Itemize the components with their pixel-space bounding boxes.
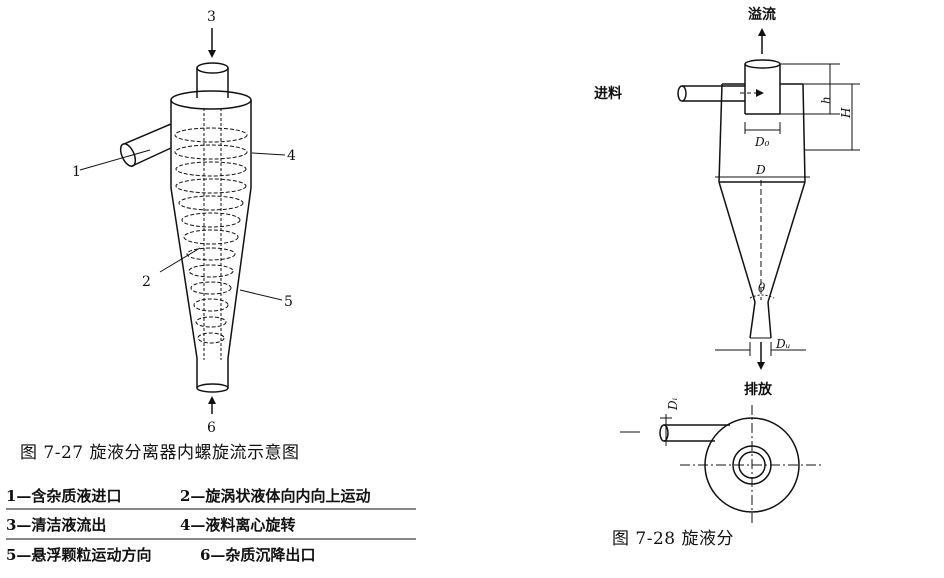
cylinder <box>718 83 806 183</box>
overflow-pipe <box>196 62 229 98</box>
feed-pipe <box>677 85 764 102</box>
plan-feed-pipe <box>659 424 730 442</box>
legend-item-5: 5—悬浮颗粒运动方向 <box>6 546 152 564</box>
legend-rules <box>6 508 416 540</box>
dim-du: Dᵤ <box>775 337 791 351</box>
label-4: 4 <box>287 148 296 164</box>
leader-1 <box>79 149 151 171</box>
figure-7-27-drawing <box>79 28 286 414</box>
leader-2 <box>159 247 201 273</box>
inlet-pipe <box>119 123 172 167</box>
dim-h-big: H <box>839 107 853 119</box>
dim-d: D <box>755 163 766 177</box>
dim-di: Dᵢ <box>666 397 680 411</box>
vortex-finder <box>744 59 781 115</box>
spiral-flow <box>174 127 248 344</box>
dim-theta: θ <box>758 281 766 295</box>
legend-item-6: 6—杂质沉降出口 <box>200 546 316 564</box>
figure-7-28-plan <box>620 405 822 525</box>
legend-item-4: 4—液料离心旋转 <box>180 516 296 534</box>
label-6: 6 <box>207 420 216 436</box>
leader-5 <box>239 289 283 301</box>
feed-label: 进料 <box>594 85 622 102</box>
dim-h-small: h <box>819 96 833 104</box>
dimension-lines <box>715 63 860 356</box>
cone <box>718 181 806 339</box>
leader-4 <box>251 152 286 156</box>
legend-item-3: 3—清洁液流出 <box>6 516 107 534</box>
label-5: 5 <box>284 294 293 310</box>
figure-7-28-elevation <box>677 28 860 370</box>
label-1: 1 <box>72 164 81 180</box>
dim-d0: D₀ <box>754 135 770 149</box>
overflow-label: 溢流 <box>748 6 776 23</box>
legend-item-1: 1—含杂质液进口 <box>6 487 122 505</box>
label-3: 3 <box>207 9 216 25</box>
figure-7-28-labels: 溢流 进料 排放 D₀ D h H θ Dᵤ Dᵢ <box>594 6 853 411</box>
figure-7-27-labels: 3 1 4 2 5 6 <box>72 9 296 436</box>
inner-vortex <box>203 108 222 360</box>
legend-item-2: 2—旋涡状液体向内向上运动 <box>180 487 371 505</box>
figure-7-28-caption: 图 7-28 旋液分 <box>612 529 734 549</box>
discharge-label: 排放 <box>744 381 773 398</box>
figure-7-27-caption: 图 7-27 旋液分离器内螺旋流示意图 <box>20 443 300 463</box>
label-2: 2 <box>142 274 151 290</box>
cylinder-body <box>170 90 252 393</box>
